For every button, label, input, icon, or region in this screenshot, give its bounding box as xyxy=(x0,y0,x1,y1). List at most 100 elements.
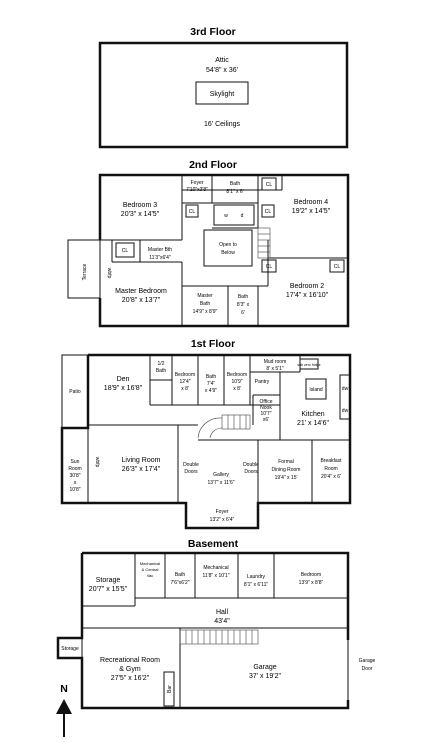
open-to-below-line1: Open to xyxy=(219,242,237,248)
sun-room-line3: 30'8" xyxy=(69,473,80,479)
rec-room-line2: & Gym xyxy=(119,666,141,673)
bath-dims1: 7'4" xyxy=(207,381,216,387)
formal-dining-line2: Dining Room xyxy=(272,467,301,473)
foyer-dims: 13'2" x 6'4" xyxy=(210,517,235,523)
hall-dims: 43'4" xyxy=(214,618,230,625)
formal-dining-line1: Formal xyxy=(278,459,294,465)
patio-label: Patio xyxy=(69,389,81,395)
office-nook-line3: 10'7" xyxy=(260,411,271,417)
bedroom2-dims: 17'4" x 16'10" xyxy=(286,292,329,299)
bath2-dims1: 8'3" x xyxy=(237,302,250,308)
living-room-dims: 26'3" x 17'4" xyxy=(122,466,161,473)
closet-label: CL xyxy=(122,248,129,254)
attic-dims: 54'8" x 36' xyxy=(206,67,238,74)
sub-fridge-label: sub zero fridge xyxy=(297,363,320,367)
bath2-name: Bath xyxy=(238,294,249,300)
pantry-label: Pantry xyxy=(255,379,270,385)
garage-door-line1: Garage xyxy=(359,658,376,664)
skylight-label: Skylight xyxy=(210,91,235,98)
hall-name: Hall xyxy=(216,609,229,616)
bedroom3-dims: 20'3" x 14'5" xyxy=(121,211,160,218)
storage-small xyxy=(57,637,83,659)
bar xyxy=(163,671,175,707)
basement-title: Basement xyxy=(188,538,239,550)
mechanical-name: Mechanical xyxy=(203,565,228,571)
sun-room-line1: Sun xyxy=(71,459,80,465)
bedroom-b-name: Bedroom xyxy=(227,372,247,378)
mech-vac-line2: & Central xyxy=(142,567,159,572)
master-bath-line1: Master xyxy=(197,293,213,299)
mech-vac-line3: Vac xyxy=(147,573,154,578)
attic-ceilings: 16' Ceilings xyxy=(204,121,240,128)
dw-label: dw xyxy=(342,386,349,392)
bath2-dims2: 6' xyxy=(241,310,245,316)
master-bth-dims: 11'3"x6'4" xyxy=(149,255,171,261)
dw-label: dw xyxy=(342,408,349,414)
terrace-label: Terrace xyxy=(82,263,88,280)
third-floor: 3rd Floor Attic 54'8" x 36' Skylight 16'… xyxy=(98,26,349,149)
first-floor: 1st Floor Patio D xyxy=(60,338,352,530)
north-compass: N xyxy=(56,683,72,737)
kitchen-name: Kitchen xyxy=(301,411,324,418)
formal-dining-dims: 19'4" x 15' xyxy=(275,475,298,481)
laundry-name: Laundry xyxy=(247,574,266,580)
second-floor: 2nd Floor CL CL CL xyxy=(67,159,350,328)
patio xyxy=(61,354,89,429)
second-floor-title: 2nd Floor xyxy=(189,159,237,171)
skylight xyxy=(195,81,249,105)
mech-vac-line1: Mechanical xyxy=(140,561,160,566)
den-name: Den xyxy=(117,376,130,383)
garage-dims: 37' x 19'2" xyxy=(249,673,282,680)
bedroom-a-dims2: x 8' xyxy=(181,386,189,392)
storage-name: Storage xyxy=(96,577,121,584)
kitchen-dims: 21' x 14'6" xyxy=(297,420,330,427)
dryer-label: d xyxy=(241,213,244,219)
master-bth-name: Master Bth xyxy=(148,247,172,253)
sun-room-line4: x xyxy=(74,480,77,486)
master-bath-dims: 14'9" x 8'9" xyxy=(193,309,218,315)
second-floor-outline xyxy=(98,173,350,328)
basement-stair-treads xyxy=(185,630,253,644)
bedroom4-dims: 19'2" x 14'5" xyxy=(292,208,331,215)
washer-label: w xyxy=(224,213,228,219)
breakfast-dims: 20'4" x 6' xyxy=(321,474,341,480)
closet-label: CL xyxy=(266,182,273,188)
bedroom-dims: 13'9" x 8'8" xyxy=(299,580,324,586)
wbfp-label: wbfp xyxy=(94,457,100,468)
compass-label: N xyxy=(60,683,68,695)
mechanical-dims: 11'8" x 10'1" xyxy=(202,573,229,579)
rec-room-line1: Recreational Room xyxy=(100,657,160,664)
garage-name: Garage xyxy=(253,664,276,671)
bedroom-name: Bedroom xyxy=(301,572,321,578)
closet-label: CL xyxy=(266,264,273,270)
closet-label: CL xyxy=(265,209,272,215)
bedroom3-name: Bedroom 3 xyxy=(123,202,157,209)
breakfast-line2: Room xyxy=(324,466,337,472)
laundry-dims: 8'1" x 6'11" xyxy=(244,582,268,588)
gallery-dims: 13'7" x 11'6" xyxy=(207,480,234,486)
bedroom-b-dims1: 10'9" xyxy=(231,379,242,385)
half-bath-line2: Bath xyxy=(156,368,167,374)
storage-dims: 20'7" x 15'5" xyxy=(89,586,128,593)
bedroom2-name: Bedroom 2 xyxy=(290,283,324,290)
bedroom-b-dims2: x 8' xyxy=(233,386,241,392)
closet-label: CL xyxy=(334,264,341,270)
foyer-name: Foyer xyxy=(191,180,204,186)
mud-room-name: Mud room xyxy=(264,359,287,365)
wbfp-label: wbfp xyxy=(106,268,112,279)
bath-dims2: x 4'9" xyxy=(205,388,217,394)
bath-name: Bath xyxy=(206,374,217,380)
office-nook-line1: Office xyxy=(260,399,273,405)
foyer-dims: 7'10"x3'8" xyxy=(186,187,208,193)
bath-dims: 7'6"x6'2" xyxy=(170,580,189,586)
attic-name: Attic xyxy=(215,57,229,64)
mud-room-dims: 8' x 5'1" xyxy=(266,366,284,372)
rec-room-dims: 27'5" x 16'2" xyxy=(111,675,150,682)
bath-name: Bath xyxy=(175,572,186,578)
bedroom-a-dims1: 12'4" xyxy=(179,379,190,385)
storage-small-label: Storage xyxy=(61,646,79,652)
office-nook-line4: x6' xyxy=(263,417,269,423)
double-doors-line1: Double xyxy=(243,462,259,468)
bar-label: Bar xyxy=(167,685,173,693)
foyer-name: Foyer xyxy=(216,509,229,515)
